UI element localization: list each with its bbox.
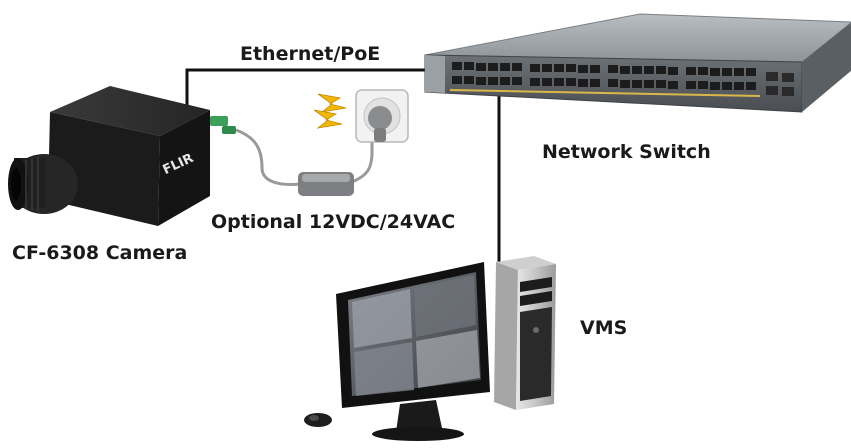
power-cable bbox=[210, 116, 374, 186]
pc-tower-icon bbox=[494, 256, 556, 410]
mouse-icon bbox=[304, 413, 332, 427]
power-adapter-icon bbox=[298, 172, 354, 196]
ethernet-cable bbox=[185, 68, 501, 262]
lightning-bolt-icon bbox=[313, 93, 347, 129]
box-camera-icon bbox=[8, 86, 210, 226]
network-switch-icon bbox=[424, 13, 851, 113]
monitor-icon bbox=[336, 262, 490, 441]
camera-label: CF-6308 Camera bbox=[12, 242, 188, 264]
network-switch-label: Network Switch bbox=[542, 141, 711, 163]
power-option-label: Optional 12VDC/24VAC bbox=[211, 211, 456, 233]
ethernet-poe-label: Ethernet/PoE bbox=[240, 43, 381, 65]
green-connector bbox=[210, 116, 228, 126]
power-outlet-icon bbox=[355, 89, 409, 143]
vms-label: VMS bbox=[580, 317, 628, 339]
